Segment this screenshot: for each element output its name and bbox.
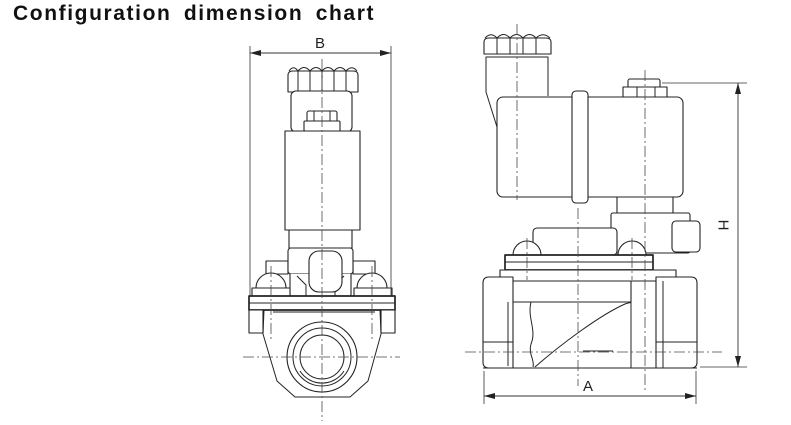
side-coil (496, 96, 684, 198)
dimension-b-label: B (315, 35, 325, 52)
side-body-flange (499, 269, 677, 282)
dimension-h-label: H (715, 220, 732, 231)
side-body-face (483, 301, 697, 369)
front-view (243, 59, 400, 421)
page-title: Configuration dimension chart (13, 2, 376, 25)
front-coil (284, 130, 361, 231)
front-connector-nut (287, 67, 359, 93)
front-centerlines (243, 59, 400, 421)
side-port-left (482, 276, 514, 369)
dimension-b: B (249, 35, 392, 297)
side-right-tab (671, 220, 701, 253)
side-view (465, 24, 722, 392)
front-bracket (289, 250, 352, 303)
side-clip-band (571, 90, 589, 204)
dimension-a-label: A (583, 378, 593, 395)
front-bolt-right (353, 272, 393, 297)
dimension-a: A (483, 371, 697, 404)
front-armature-neck (288, 229, 353, 249)
side-centerlines (465, 24, 722, 392)
front-yoke-left (265, 260, 289, 275)
dimension-h: H (662, 82, 747, 368)
side-bonnet-flange (509, 280, 632, 303)
side-bonnet (532, 227, 618, 256)
side-port-right (655, 276, 698, 369)
side-connector (483, 34, 552, 128)
